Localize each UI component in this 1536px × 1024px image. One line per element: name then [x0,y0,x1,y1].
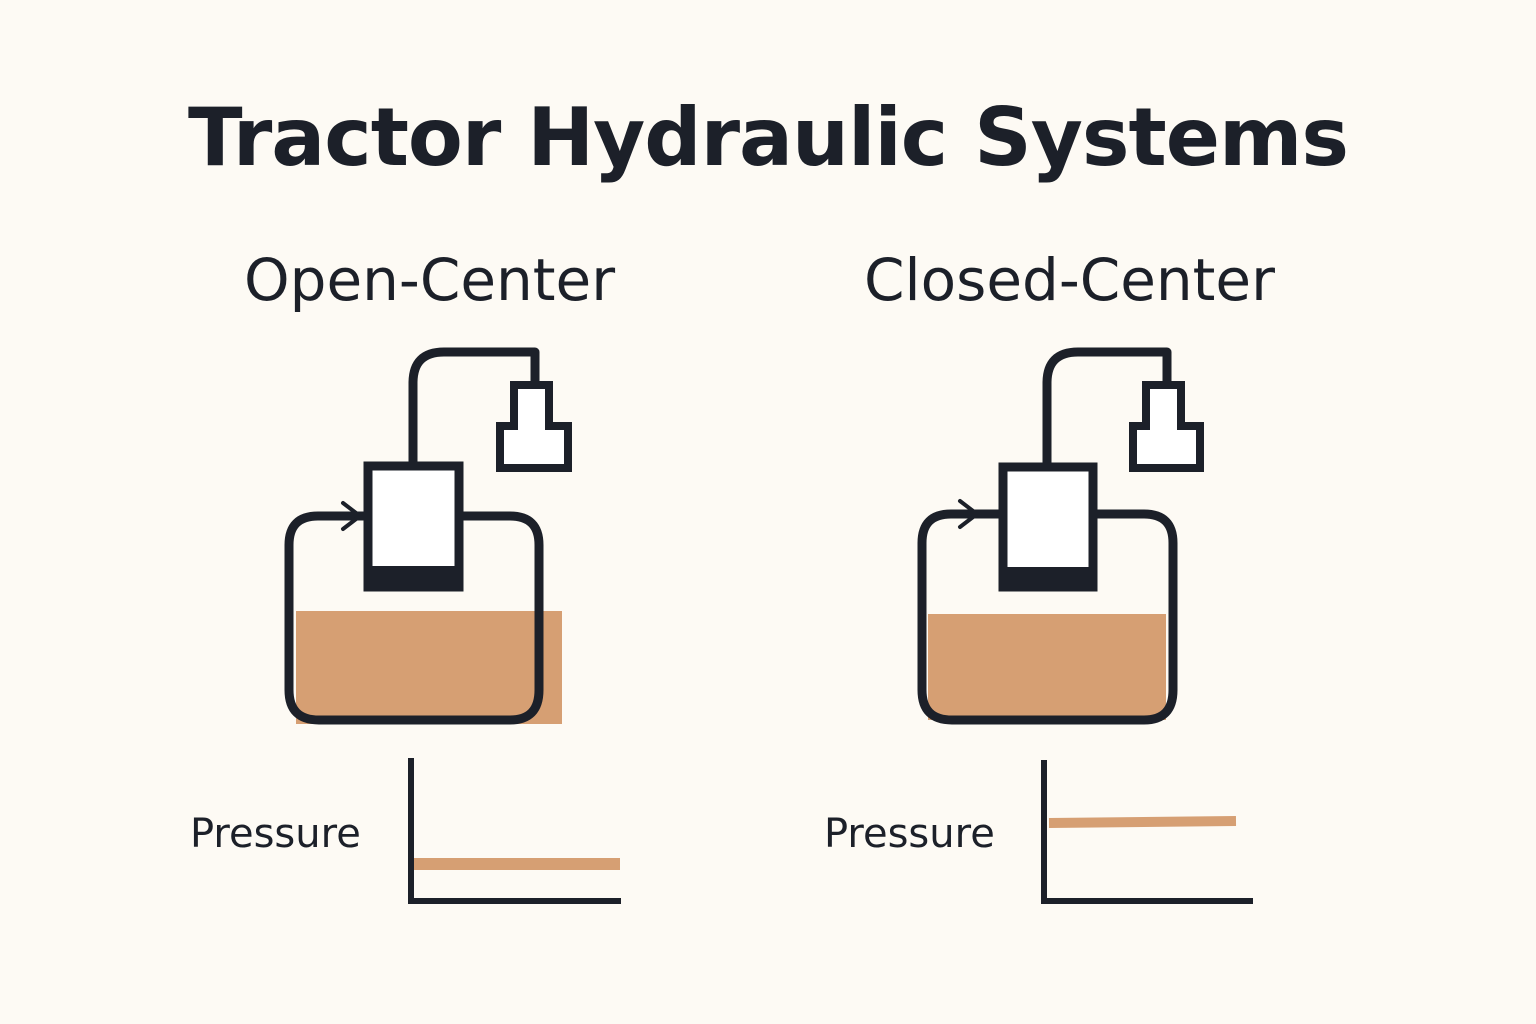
open-center-valve-base [368,566,459,587]
closed-center-pressure-axes [1041,760,1253,904]
open-center-reservoir [284,511,544,725]
closed-center-valve-base [1003,567,1093,587]
open-center-flow-arrow-icon [341,501,362,531]
open-center-cylinder [496,381,572,472]
closed-center-reservoir [917,509,1178,725]
closed-center-pressure-label: Pressure [824,811,995,857]
closed-center-diagram [917,347,1253,904]
open-center-title: Open-Center [244,246,616,314]
closed-center-cylinder [1129,381,1204,472]
closed-center-fluid [928,614,1166,720]
open-center-pressure-axes [408,758,621,904]
closed-center-flow-arrow-icon [958,499,979,529]
closed-center-hydraulic-line [1042,347,1172,467]
open-center-fluid [296,611,562,724]
open-center-diagram [284,347,621,904]
diagram-title: Tractor Hydraulic Systems [188,91,1349,184]
open-center-hydraulic-line [408,347,540,466]
open-center-pressure-label: Pressure [190,811,361,857]
closed-center-pressure-line [1048,816,1237,828]
closed-center-title: Closed-Center [864,246,1275,314]
